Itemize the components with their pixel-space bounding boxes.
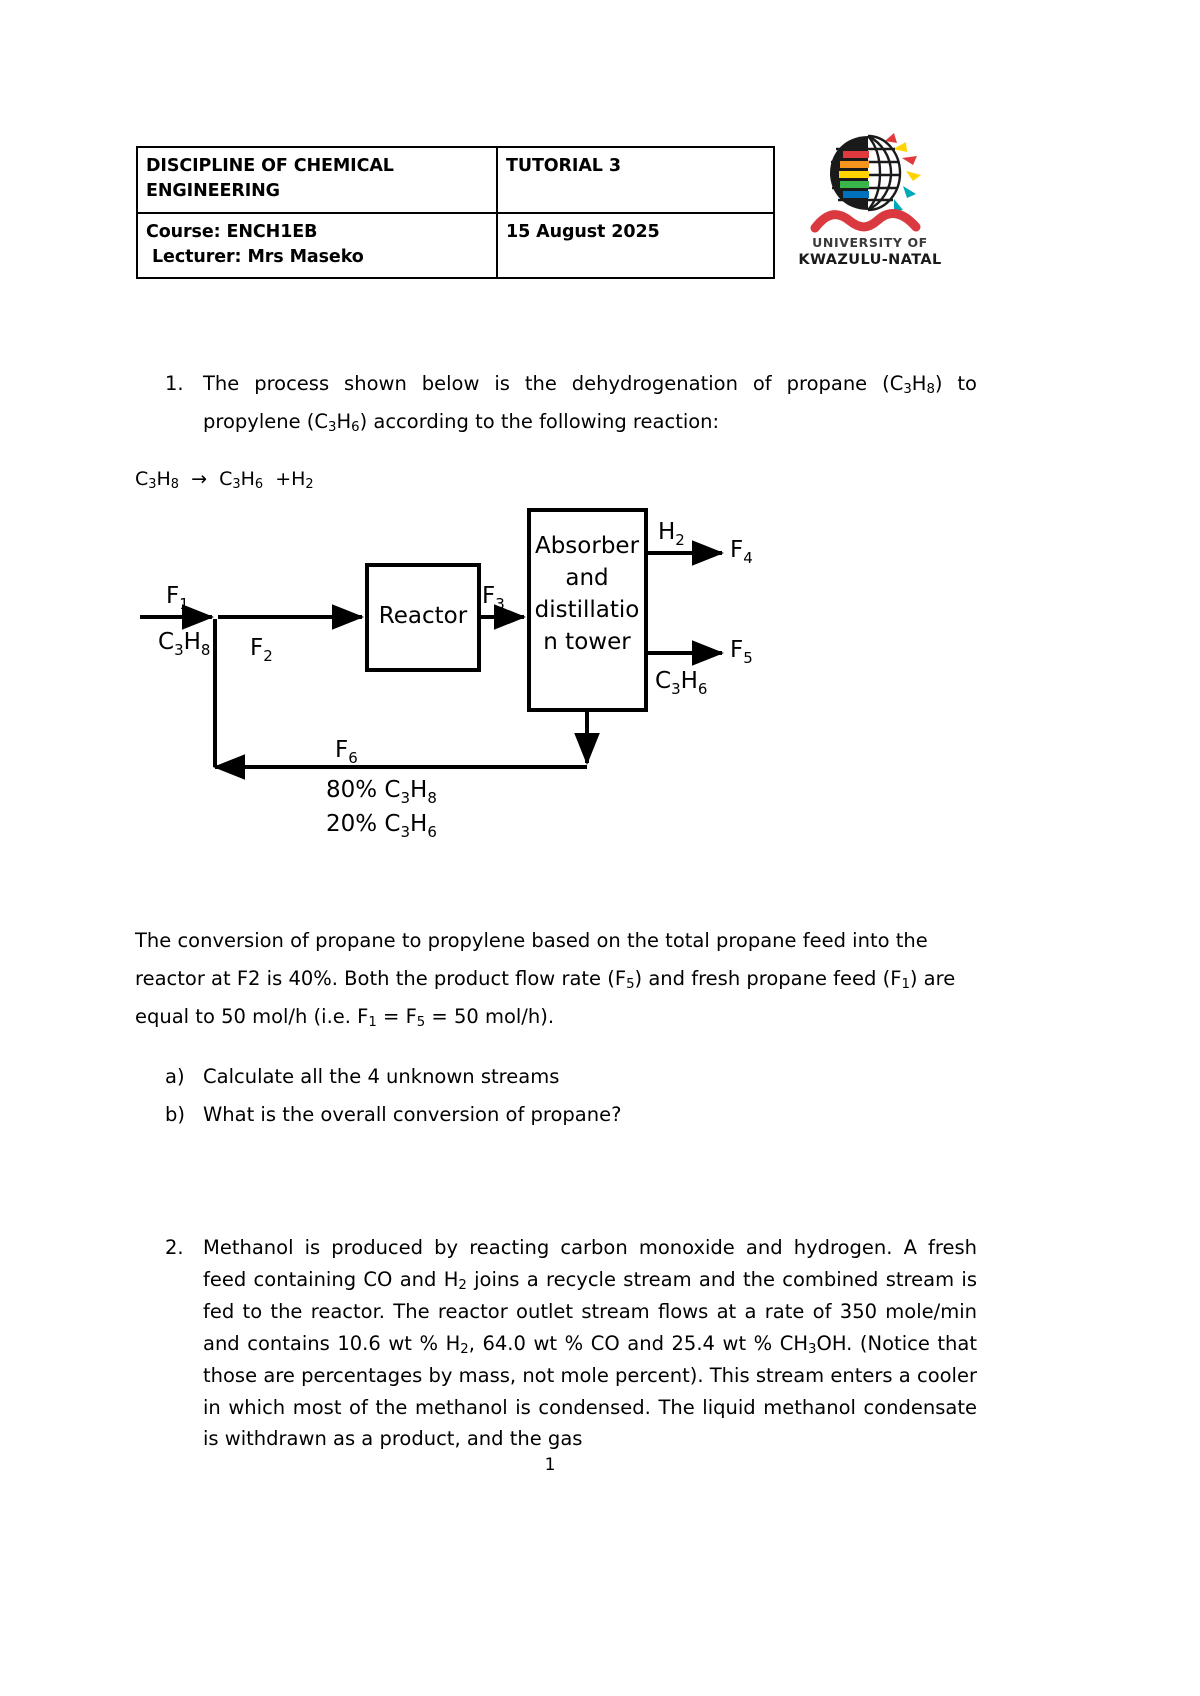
ukzn-logo: UNIVERSITY OF KWAZULU-NATAL — [790, 131, 950, 271]
eq-sub-4: 6 — [254, 476, 264, 492]
q1-sub-d: 6 — [351, 419, 360, 435]
header-row-course: Course: ENCH1EB Lecturer: Mrs Maseko 15 … — [136, 211, 775, 280]
header-table: DISCIPLINE OF CHEMICAL ENGINEERING TUTOR… — [136, 146, 775, 280]
header-cell-tutorial: TUTORIAL 3 — [496, 146, 775, 214]
header-cell-date: 15 August 2025 — [496, 211, 775, 280]
eq-sub-1: 3 — [148, 476, 157, 492]
reactor-label: Reactor — [379, 603, 468, 629]
q1-text-d: H — [336, 410, 352, 434]
para-sub-2: 1 — [901, 976, 910, 992]
logo-colour-bars — [839, 151, 869, 198]
q2-sub-2: 2 — [460, 1341, 469, 1357]
logo-text-line1: UNIVERSITY OF — [812, 235, 928, 250]
stream-f6-label: F6 — [335, 737, 358, 767]
discipline-line-1: DISCIPLINE OF CHEMICAL — [146, 156, 394, 176]
q1-text-c: ) to propylene (C — [203, 372, 977, 434]
question-1: 1. The process shown below is the dehydr… — [165, 365, 977, 441]
conversion-paragraph: The conversion of propane to propylene b… — [135, 929, 956, 1030]
logo-wave — [810, 209, 921, 233]
stream-f3-label: F3 — [482, 583, 505, 613]
stream-f1-species: C3H8 — [158, 629, 210, 659]
q2-sub-1: 2 — [458, 1277, 467, 1293]
reaction-equation: C3H8 → C3H6 +H2 — [135, 468, 314, 492]
q2-sub-3: 3 — [808, 1341, 817, 1357]
stream-f4-species: H2 — [658, 519, 685, 549]
q1-sub-c: 3 — [328, 419, 337, 435]
sub-question-b-marker: b) — [165, 1103, 185, 1127]
stream-f1-label: F1 — [166, 583, 189, 613]
stream-f4-label: F4 — [730, 537, 753, 567]
q1-text-b: H — [911, 372, 927, 395]
logo-text-line2: KWAZULU-NATAL — [798, 251, 942, 268]
stream-f5-label: F5 — [730, 637, 753, 667]
stream-f2-label: F2 — [250, 635, 273, 665]
sub-question-a: a) Calculate all the 4 unknown streams — [165, 1058, 965, 1096]
stream-f5-species: C3H6 — [655, 668, 707, 698]
header-table-wrapper: DISCIPLINE OF CHEMICAL ENGINEERING TUTOR… — [136, 146, 775, 280]
discipline-line-2: ENGINEERING — [146, 180, 280, 201]
process-flow-diagram: Reactor Absorber and distillatio n tower… — [130, 505, 830, 855]
question-1-sub-list: a) Calculate all the 4 unknown streams b… — [165, 1058, 965, 1134]
sub-question-b-text: What is the overall conversion of propan… — [203, 1103, 622, 1127]
logo-rays — [885, 133, 921, 211]
eq-sub-2: 8 — [170, 476, 180, 492]
lecturer-label: Lecturer: Mrs Maseko — [152, 246, 364, 267]
para-sub-1: 5 — [626, 976, 635, 992]
course-label: Course: ENCH1EB — [146, 221, 318, 242]
header-row-discipline: DISCIPLINE OF CHEMICAL ENGINEERING TUTOR… — [136, 146, 775, 214]
question-2-text: Methanol is produced by reacting carbon … — [203, 1236, 977, 1451]
page-number: 1 — [544, 1455, 556, 1475]
tower-label-line-3: distillatio — [535, 597, 640, 623]
sub-question-b: b) What is the overall conversion of pro… — [165, 1096, 965, 1134]
para-sub-4: 5 — [416, 1014, 426, 1030]
question-1-number: 1. — [165, 372, 184, 395]
sub-question-a-text: Calculate all the 4 unknown streams — [203, 1065, 560, 1088]
header-cell-discipline: DISCIPLINE OF CHEMICAL ENGINEERING — [136, 146, 498, 214]
tower-label-line-2: and — [565, 565, 608, 591]
sub-question-a-marker: a) — [165, 1065, 185, 1088]
stream-f6-composition-2: 20% C3H6 — [326, 811, 437, 841]
logo-text: UNIVERSITY OF KWAZULU-NATAL — [790, 235, 950, 269]
eq-sub-5: 2 — [305, 476, 314, 492]
eq-sub-3: 3 — [232, 476, 241, 492]
question-2-number: 2. — [165, 1236, 184, 1259]
para-sub-3: 1 — [368, 1014, 377, 1030]
ukzn-logo-graphic — [810, 133, 921, 233]
stream-f6-composition-1: 80% C3H8 — [326, 777, 437, 807]
q1-sub-b: 8 — [926, 381, 935, 397]
header-cell-course: Course: ENCH1EB Lecturer: Mrs Maseko — [136, 211, 498, 280]
q1-text-e: ) according to the following reaction: — [359, 410, 720, 434]
q1-sub-a: 3 — [903, 381, 912, 397]
tower-label-line-1: Absorber — [535, 533, 640, 559]
tower-label-line-4: n tower — [543, 629, 631, 655]
question-1-text: The process shown below is the dehydroge… — [203, 365, 977, 441]
question-2: 2. Methanol is produced by reacting carb… — [165, 1232, 977, 1455]
q1-text-a: The process shown below is the dehydroge… — [203, 372, 904, 395]
